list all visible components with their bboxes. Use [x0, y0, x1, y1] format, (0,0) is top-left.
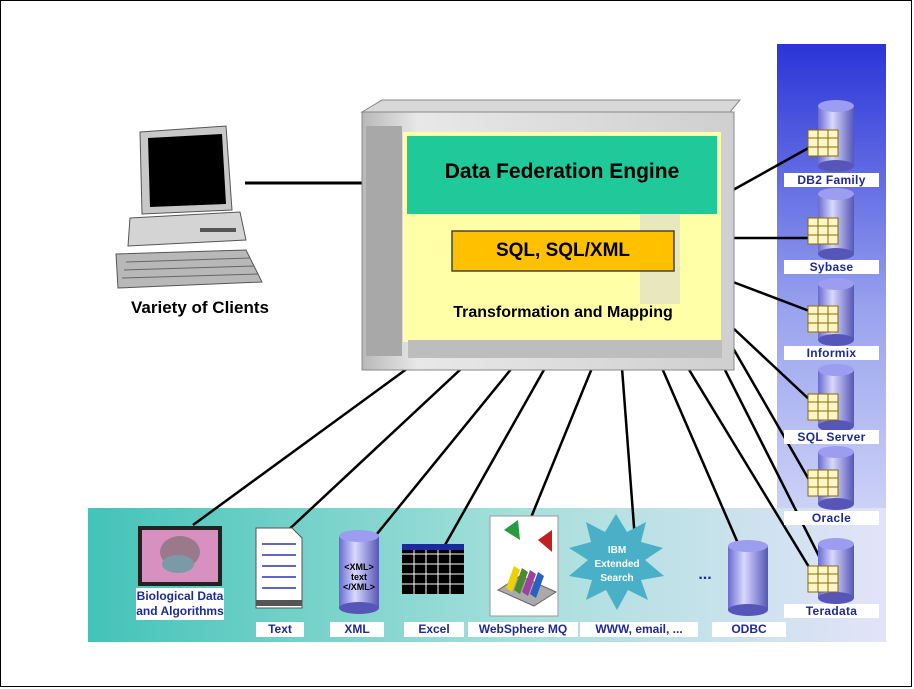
www-email-label: WWW, email, ... — [580, 622, 698, 637]
transform-label: Transformation and Mapping — [453, 304, 673, 321]
teradata-label: Teradata — [784, 604, 879, 618]
bio-label: Biological Data and Algorithms — [136, 588, 224, 620]
odbc-label: ODBC — [712, 622, 786, 637]
ibm-search-text: IBM Extended Search — [594, 545, 640, 584]
odbc-cylinder-icon — [728, 540, 768, 616]
sybase-label: Sybase — [784, 260, 879, 274]
xml-label: XML — [330, 622, 384, 637]
text-label: Text — [256, 622, 304, 637]
clients-label: Variety of Clients — [131, 298, 269, 317]
text-doc-icon — [255, 527, 303, 609]
informix-label: Informix — [784, 346, 879, 360]
engine-title: Data Federation Engine — [444, 160, 680, 183]
excel-grid-icon — [402, 544, 464, 594]
websphere-mq-icon — [489, 515, 559, 617]
ellipsis: ... — [698, 566, 712, 583]
excel-label: Excel — [404, 622, 464, 637]
right-connectors — [718, 144, 828, 571]
sql-panel — [451, 230, 675, 272]
sql-label: SQL, SQL/XML — [495, 240, 631, 261]
xml-doc-text: <XML> text </XML> — [342, 562, 375, 592]
oracle-label: Oracle — [784, 511, 879, 525]
sql-server-label: SQL Server — [784, 430, 879, 444]
bottom-connectors — [192, 366, 814, 573]
computer-icon — [115, 125, 263, 289]
bio-image-icon — [138, 526, 222, 586]
xml-cylinder-icon — [339, 530, 379, 614]
websphere-mq-label: WebSphere MQ — [468, 622, 578, 637]
right-db-icons — [807, 100, 854, 604]
engine-green-panel — [407, 136, 717, 214]
db2-family-label: DB2 Family — [784, 173, 879, 187]
ibm-search-starburst — [569, 514, 664, 610]
